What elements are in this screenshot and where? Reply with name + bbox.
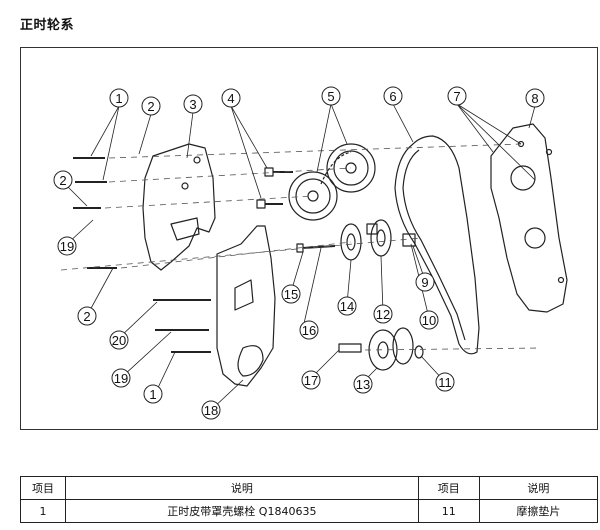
- table-row: 1 正时皮带罩壳螺栓 Q1840635 11 摩擦垫片: [20, 499, 599, 523]
- callout-marker: 7: [447, 86, 467, 106]
- callout-number: 11: [438, 375, 452, 390]
- header-item-no: 项目: [417, 476, 480, 500]
- callout-number: 2: [147, 99, 154, 114]
- callout-number: 18: [204, 403, 218, 418]
- callout-marker: 6: [383, 86, 403, 106]
- item-no-cell: 1: [20, 499, 66, 523]
- callout-marker: 15: [281, 284, 301, 304]
- header-item-no: 项目: [20, 476, 66, 500]
- callout-number: 9: [421, 275, 428, 290]
- crank-bolt-part: [338, 343, 362, 353]
- callout-number: 1: [115, 91, 122, 106]
- callout-marker: 13: [353, 374, 373, 394]
- callout-number: 14: [340, 299, 354, 314]
- timing-belt: [394, 135, 480, 355]
- callout-marker: 9: [415, 272, 435, 292]
- callout-marker: 17: [301, 370, 321, 390]
- callout-marker: 10: [419, 310, 439, 330]
- spacer-part: [402, 233, 416, 247]
- callout-number: 2: [59, 173, 66, 188]
- description-cell: 正时皮带罩壳螺栓 Q1840635: [65, 499, 419, 523]
- callout-marker: 19: [111, 368, 131, 388]
- callout-marker: 16: [299, 320, 319, 340]
- callout-marker: 2: [141, 96, 161, 116]
- header-description: 说明: [478, 476, 599, 500]
- callout-number: 4: [227, 91, 234, 106]
- callout-number: 2: [83, 309, 90, 324]
- callout-number: 19: [114, 371, 128, 386]
- callout-number: 10: [422, 313, 436, 328]
- idler-part: [370, 219, 392, 257]
- callout-marker: 11: [435, 372, 455, 392]
- header-description: 说明: [65, 476, 419, 500]
- callout-number: 7: [453, 89, 460, 104]
- cam-pulley-1: [288, 171, 338, 221]
- parts-table: 项目 说明 项目 说明 1 正时皮带罩壳螺栓 Q1840635 11 摩擦垫片: [20, 476, 599, 523]
- callout-number: 1: [149, 387, 156, 402]
- callout-marker: 2: [77, 306, 97, 326]
- item-no-cell: 11: [417, 499, 480, 523]
- callout-marker: 18: [201, 400, 221, 420]
- callout-marker: 8: [525, 88, 545, 108]
- callout-marker: 1: [143, 384, 163, 404]
- table-header-row: 项目 说明 项目 说明: [20, 476, 599, 500]
- callout-number: 13: [356, 377, 370, 392]
- callout-marker: 4: [221, 88, 241, 108]
- callout-marker: 19: [57, 236, 77, 256]
- callout-number: 12: [376, 307, 390, 322]
- callout-marker: 1: [109, 88, 129, 108]
- callout-number: 3: [189, 97, 196, 112]
- callout-number: 17: [304, 373, 318, 388]
- callout-marker: 20: [109, 330, 129, 350]
- callout-marker: 14: [337, 296, 357, 316]
- callout-number: 6: [389, 89, 396, 104]
- section-title: 正时轮系: [20, 18, 75, 33]
- rear-cover-part: [490, 123, 568, 313]
- callout-number: 15: [284, 287, 298, 302]
- callout-number: 8: [531, 91, 538, 106]
- washer-part: [414, 345, 424, 359]
- callout-number: 5: [327, 89, 334, 104]
- callout-markers: 1 2 3 4 5 6 7 8 2 19 2 20 19 1 18 15 16 …: [53, 86, 545, 420]
- callout-number: 20: [112, 333, 126, 348]
- lower-cover-part: [216, 225, 276, 387]
- callout-marker: 2: [53, 170, 73, 190]
- cam-pulley-2: [326, 143, 376, 193]
- callout-marker: 12: [373, 304, 393, 324]
- timing-system-drawing: 1 2 3 4 5 6 7 8 2 19 2 20 19 1 18 15 16 …: [53, 86, 568, 420]
- upper-cover-part: [142, 143, 216, 271]
- description-cell: 摩擦垫片: [478, 499, 599, 523]
- callout-number: 16: [302, 323, 316, 338]
- callout-marker: 3: [183, 94, 203, 114]
- exploded-diagram: 1 2 3 4 5 6 7 8 2 19 2 20 19 1 18 15 16 …: [20, 47, 598, 430]
- callout-marker: 5: [321, 86, 341, 106]
- callout-number: 19: [60, 239, 74, 254]
